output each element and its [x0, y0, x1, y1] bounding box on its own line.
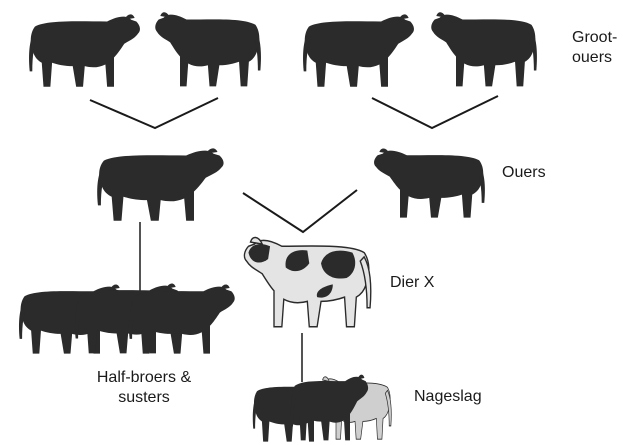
- parent-bull: [97, 148, 223, 220]
- grandparents-connector-left: [90, 98, 218, 128]
- half-siblings-label: Half-broers & susters: [60, 368, 228, 408]
- half-sibling-3: [129, 284, 235, 353]
- grandparent-bull-1: [29, 14, 140, 86]
- half-siblings-label-line2: susters: [60, 388, 228, 408]
- grandparent-cow-2: [431, 12, 537, 86]
- grandparents-label: Groot- ouers: [572, 28, 617, 68]
- parents-label: Ouers: [502, 163, 546, 183]
- animal-x-cow: [244, 237, 370, 326]
- half-siblings-label-line1: Half-broers &: [60, 368, 228, 388]
- offspring-label: Nageslag: [414, 387, 482, 407]
- grandparents-label-line1: Groot-: [572, 28, 617, 48]
- grandparent-cow-1: [155, 12, 261, 86]
- animal-x-label: Dier X: [390, 273, 434, 293]
- parents-connector: [243, 190, 357, 232]
- grandparent-bull-2: [303, 14, 414, 86]
- parent-cow: [374, 148, 485, 217]
- grandparents-connector-right: [372, 96, 498, 128]
- grandparents-label-line2: ouers: [572, 48, 617, 68]
